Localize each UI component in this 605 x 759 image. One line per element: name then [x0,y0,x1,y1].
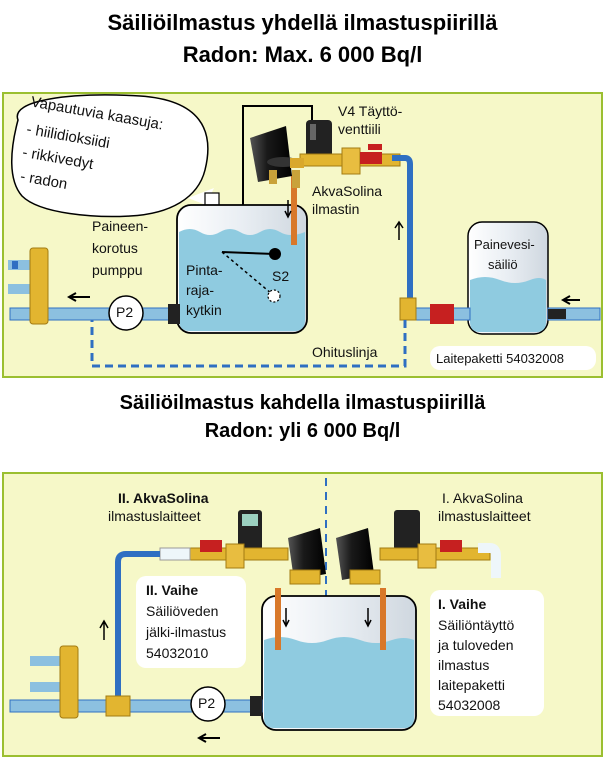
pump-p2 [108,295,144,331]
stage2-box-line-3: 54032010 [146,645,209,661]
inlet-tube [291,175,297,245]
stage1-header-1: I. AkvaSolina [442,490,523,506]
section2-title: Säiliöilmastus kahdella ilmastuspiirillä [119,392,486,414]
section1-subtitle: Radon: Max. 6 000 Bq/l [182,42,423,67]
pump-label-1: Paineen- [92,218,149,234]
stage1-box-line-1: Säiliöntäyttö [438,617,515,633]
package-label-box [430,346,596,370]
stage1-box-line-2: ja tuloveden [438,637,514,653]
level-switch-float [269,248,281,260]
stage1-box-title: I. Vaihe [438,596,487,612]
pressure-tank-label-1: Painevesi- [474,237,535,252]
stage2-header-text: II. AkvaSolina [118,490,209,506]
pump-label-3: pumppu [92,262,143,278]
section2-subtitle: Radon: yli 6 000 Bq/l [204,420,401,442]
level-switch-label-1: Pinta- [186,262,223,278]
aerator-label-2: ilmastin [312,201,360,217]
bypass-label: Ohituslinja [312,344,378,360]
aerator-unit [250,126,299,184]
level-switch-label-2: raja- [186,282,215,298]
tee-fitting [399,297,417,321]
pressure-tank [467,221,549,335]
valve-label-2: venttiili [338,121,381,137]
stage2-box-line-2: jälki-ilmastus [146,624,227,640]
stage1-header-2: ilmastuslaitteet [438,508,531,524]
stage2-box-title: II. Vaihe [146,582,199,598]
pump-p2-section2 [190,686,226,722]
fill-valve-assembly [290,120,401,188]
aerator-label-1: AkvaSolina [312,183,383,199]
s2-label: S2 [272,268,290,284]
level-switch-label-3: kytkin [186,302,222,318]
pump-symbol-1: P2 [116,304,134,320]
control-wire [242,105,313,210]
pump-symbol-2: P2 [198,695,216,711]
stage2-header-1: II. AkvaSolina [118,490,209,507]
section1-title: Säiliöilmastus yhdellä ilmastuspiirillä [107,10,498,35]
bypass-line [90,315,407,368]
stage2-box-line-1: Säiliöveden [146,603,219,619]
stage1-box [430,590,544,716]
package-label: Laitepaketti 54032008 [436,351,564,366]
valve-label-1: V4 Täyttö- [338,103,403,119]
pressure-tank-label-2: säiliö [488,257,518,272]
storage-tank-2 [261,595,417,731]
pump-label-2: korotus [92,240,138,256]
stage2-header-2: ilmastuslaitteet [108,508,201,524]
stage1-box-line-3: ilmastus [438,657,490,673]
stage1-box-line-4: laitepaketti [438,677,505,693]
manifold [8,247,49,325]
stage1-box-line-5: 54032008 [438,697,501,713]
check-valve [430,304,454,324]
stage2-box [136,576,246,668]
